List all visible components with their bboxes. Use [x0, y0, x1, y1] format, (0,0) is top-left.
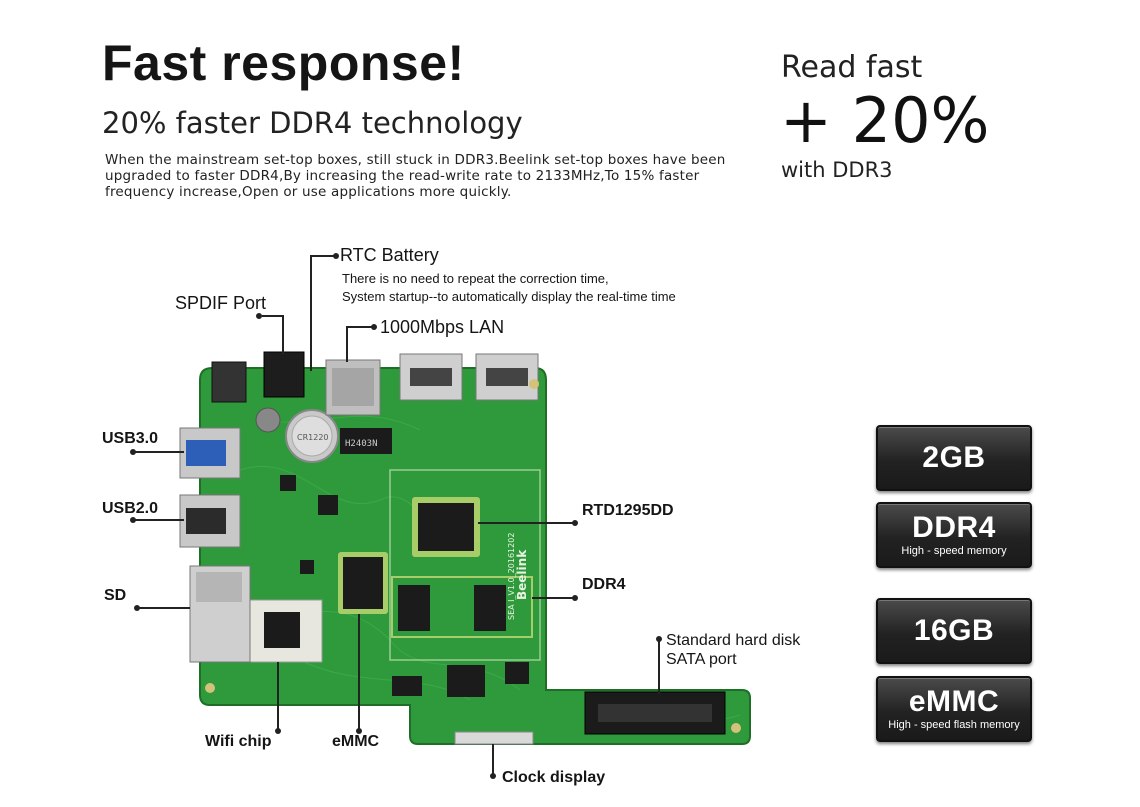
rtc-line-h [310, 255, 334, 257]
badge-emmc-sub: High - speed flash memory [888, 719, 1020, 731]
description-text: When the mainstream set-top boxes, still… [105, 152, 726, 200]
usb2-dot [130, 517, 136, 523]
usb2-label: USB2.0 [102, 500, 159, 517]
badge-16gb: 16GB [876, 598, 1032, 664]
badge-2gb: 2GB [876, 425, 1032, 491]
ddr4-line [532, 597, 574, 599]
sata-label-line2: SATA port [666, 651, 737, 668]
lan-line-h [346, 326, 372, 328]
spdif-port-label: SPDIF Port [175, 293, 267, 313]
sd-label: SD [104, 587, 127, 604]
wifi-dot [275, 728, 281, 734]
usb3-label: USB3.0 [102, 430, 159, 447]
spdif-line-v [282, 315, 284, 355]
lan-chip-label: H2403N [345, 439, 378, 449]
rtc-desc-line1: There is no need to repeat the correctio… [342, 271, 609, 286]
rtc-battery-label: RTC Battery [340, 245, 439, 265]
clock-display-label: Clock display [502, 769, 606, 786]
rtc-line-v [310, 255, 312, 371]
battery-label: CR1220 [297, 433, 329, 442]
wifi-chip-label: Wifi chip [205, 733, 272, 750]
silk-version: SEA I_V1.0_20161202 [507, 533, 516, 620]
rtd-dot [572, 520, 578, 526]
ddr4-label: DDR4 [582, 576, 626, 593]
clock-line [492, 744, 494, 774]
usb3-dot [130, 449, 136, 455]
spdif-line-h [262, 315, 284, 317]
badge-emmc: eMMC High - speed flash memory [876, 676, 1032, 742]
read-fast-compare: with DDR3 [781, 158, 893, 182]
rtc-desc-line2: System startup--to automatically display… [342, 289, 676, 304]
page-title: Fast response! [102, 35, 465, 91]
read-fast-label: Read fast [781, 50, 923, 85]
badge-ddr4-sub: High - speed memory [901, 545, 1007, 557]
sata-label-line1: Standard hard disk [666, 632, 801, 649]
badge-16gb-text: 16GB [913, 614, 995, 647]
page-subtitle: 20% faster DDR4 technology [102, 106, 523, 140]
ddr4-dot [572, 595, 578, 601]
read-fast-percent: + 20% [780, 84, 990, 157]
clock-dot [490, 773, 496, 779]
sd-dot [134, 605, 140, 611]
usb3-line [134, 451, 184, 453]
lan-line-v [346, 326, 348, 362]
rtd-line [478, 522, 574, 524]
sata-dot [656, 636, 662, 642]
usb2-line [134, 519, 184, 521]
emmc-label: eMMC [332, 733, 380, 750]
wifi-line [277, 662, 279, 730]
lan-dot [371, 324, 377, 330]
spdif-dot [256, 313, 262, 319]
badge-emmc-text: eMMC [908, 685, 1000, 718]
rtc-dot [333, 253, 339, 259]
sd-line [138, 607, 190, 609]
badge-ddr4: DDR4 High - speed memory [876, 502, 1032, 568]
silk-brand: Beelink [515, 549, 529, 600]
emmc-dot [356, 728, 362, 734]
sata-line [658, 640, 660, 694]
rtd1295dd-label: RTD1295DD [582, 502, 674, 519]
lan-label: 1000Mbps LAN [380, 317, 505, 337]
emmc-line [358, 614, 360, 730]
badge-ddr4-text: DDR4 [912, 511, 996, 544]
badge-2gb-text: 2GB [922, 441, 986, 474]
